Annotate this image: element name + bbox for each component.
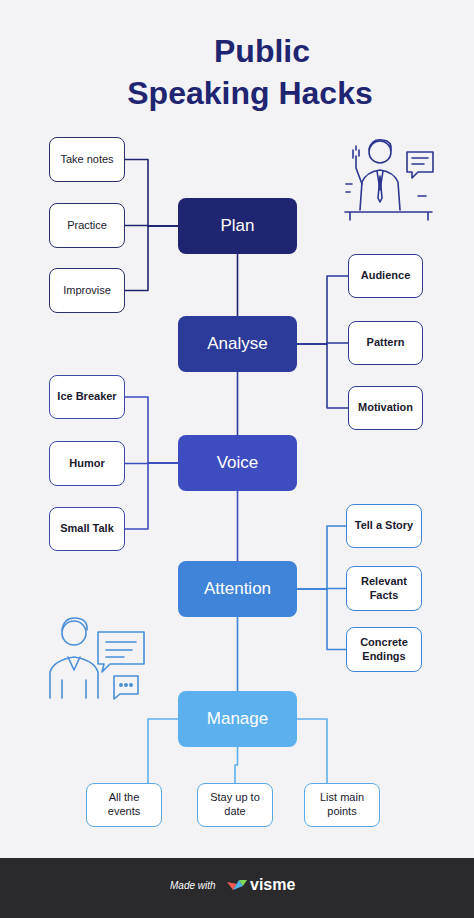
diagram-title: Public Speaking Hacks bbox=[122, 30, 378, 114]
tip-box: Practice bbox=[49, 203, 125, 248]
footer-note: Made with bbox=[170, 880, 216, 891]
tip-box: Improvise bbox=[49, 268, 125, 313]
brand-name: visme bbox=[250, 876, 295, 894]
branch-connector bbox=[237, 372, 239, 435]
tip-label: Tell a Story bbox=[355, 519, 413, 533]
tip-label: List main points bbox=[310, 791, 374, 819]
branch-connector bbox=[237, 491, 239, 561]
tip-label: Improvise bbox=[63, 284, 111, 298]
stage-label: Attention bbox=[204, 579, 271, 599]
presenter-icon bbox=[345, 140, 433, 220]
branch-connector bbox=[237, 254, 239, 316]
tip-box: Humor bbox=[49, 441, 125, 486]
tip-box: Take notes bbox=[49, 137, 125, 182]
tip-label: Audience bbox=[361, 269, 411, 283]
tip-box: Tell a Story bbox=[346, 504, 422, 548]
tip-label: Ice Breaker bbox=[57, 390, 116, 404]
branch-connector bbox=[125, 463, 178, 529]
branch-connector bbox=[297, 344, 348, 408]
brand-logo bbox=[226, 878, 248, 892]
tip-label: Small Talk bbox=[60, 522, 114, 536]
stage-box: Attention bbox=[178, 561, 297, 617]
branch-connector bbox=[125, 397, 178, 463]
stage-box: Voice bbox=[178, 435, 297, 491]
stage-label: Voice bbox=[217, 453, 259, 473]
tip-label: Pattern bbox=[367, 336, 405, 350]
branch-connector bbox=[297, 589, 346, 650]
tip-label: Relevant Facts bbox=[352, 575, 416, 603]
stage-box: Analyse bbox=[178, 316, 297, 372]
branch-connector bbox=[125, 160, 178, 227]
tip-box: Stay up to date bbox=[197, 783, 273, 827]
tip-box: Pattern bbox=[348, 321, 423, 365]
tip-label: Stay up to date bbox=[203, 791, 267, 819]
stage-label: Plan bbox=[220, 216, 254, 236]
tip-box: Audience bbox=[348, 254, 423, 298]
stage-label: Analyse bbox=[207, 334, 267, 354]
tip-box: Relevant Facts bbox=[346, 566, 422, 611]
tip-box: Small Talk bbox=[49, 507, 125, 551]
tip-box: Concrete Endings bbox=[346, 627, 422, 672]
tip-label: Humor bbox=[69, 457, 104, 471]
tip-box: List main points bbox=[304, 783, 380, 827]
branch-connector bbox=[237, 617, 239, 691]
tip-label: Take notes bbox=[60, 153, 113, 167]
tip-label: All the events bbox=[92, 791, 156, 819]
tip-box: Ice Breaker bbox=[49, 375, 125, 419]
tip-box: All the events bbox=[86, 783, 162, 827]
tip-label: Motivation bbox=[358, 401, 413, 415]
branch-connector bbox=[125, 226, 178, 291]
listener-icon bbox=[50, 618, 144, 699]
branch-connector bbox=[297, 526, 346, 589]
stage-label: Manage bbox=[207, 709, 268, 729]
tip-box: Motivation bbox=[348, 386, 423, 430]
stage-box: Manage bbox=[178, 691, 297, 747]
branch-connector bbox=[235, 747, 238, 783]
stage-box: Plan bbox=[178, 198, 297, 254]
tip-label: Practice bbox=[67, 219, 107, 233]
tip-label: Concrete Endings bbox=[352, 636, 416, 664]
branch-connector bbox=[297, 276, 348, 344]
